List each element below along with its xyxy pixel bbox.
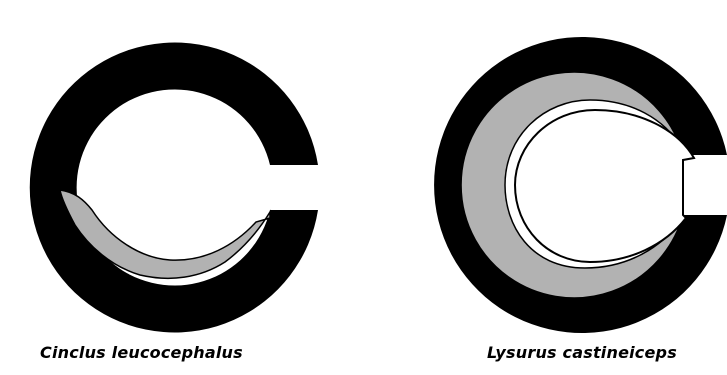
- caption-right-species: Lysurus castineiceps: [487, 343, 677, 362]
- specimen-left: [30, 43, 318, 333]
- specimen-right: [434, 37, 727, 333]
- left-outer-ring: [30, 43, 318, 333]
- caption-left-species: Cinclus leucocephalus: [40, 343, 243, 362]
